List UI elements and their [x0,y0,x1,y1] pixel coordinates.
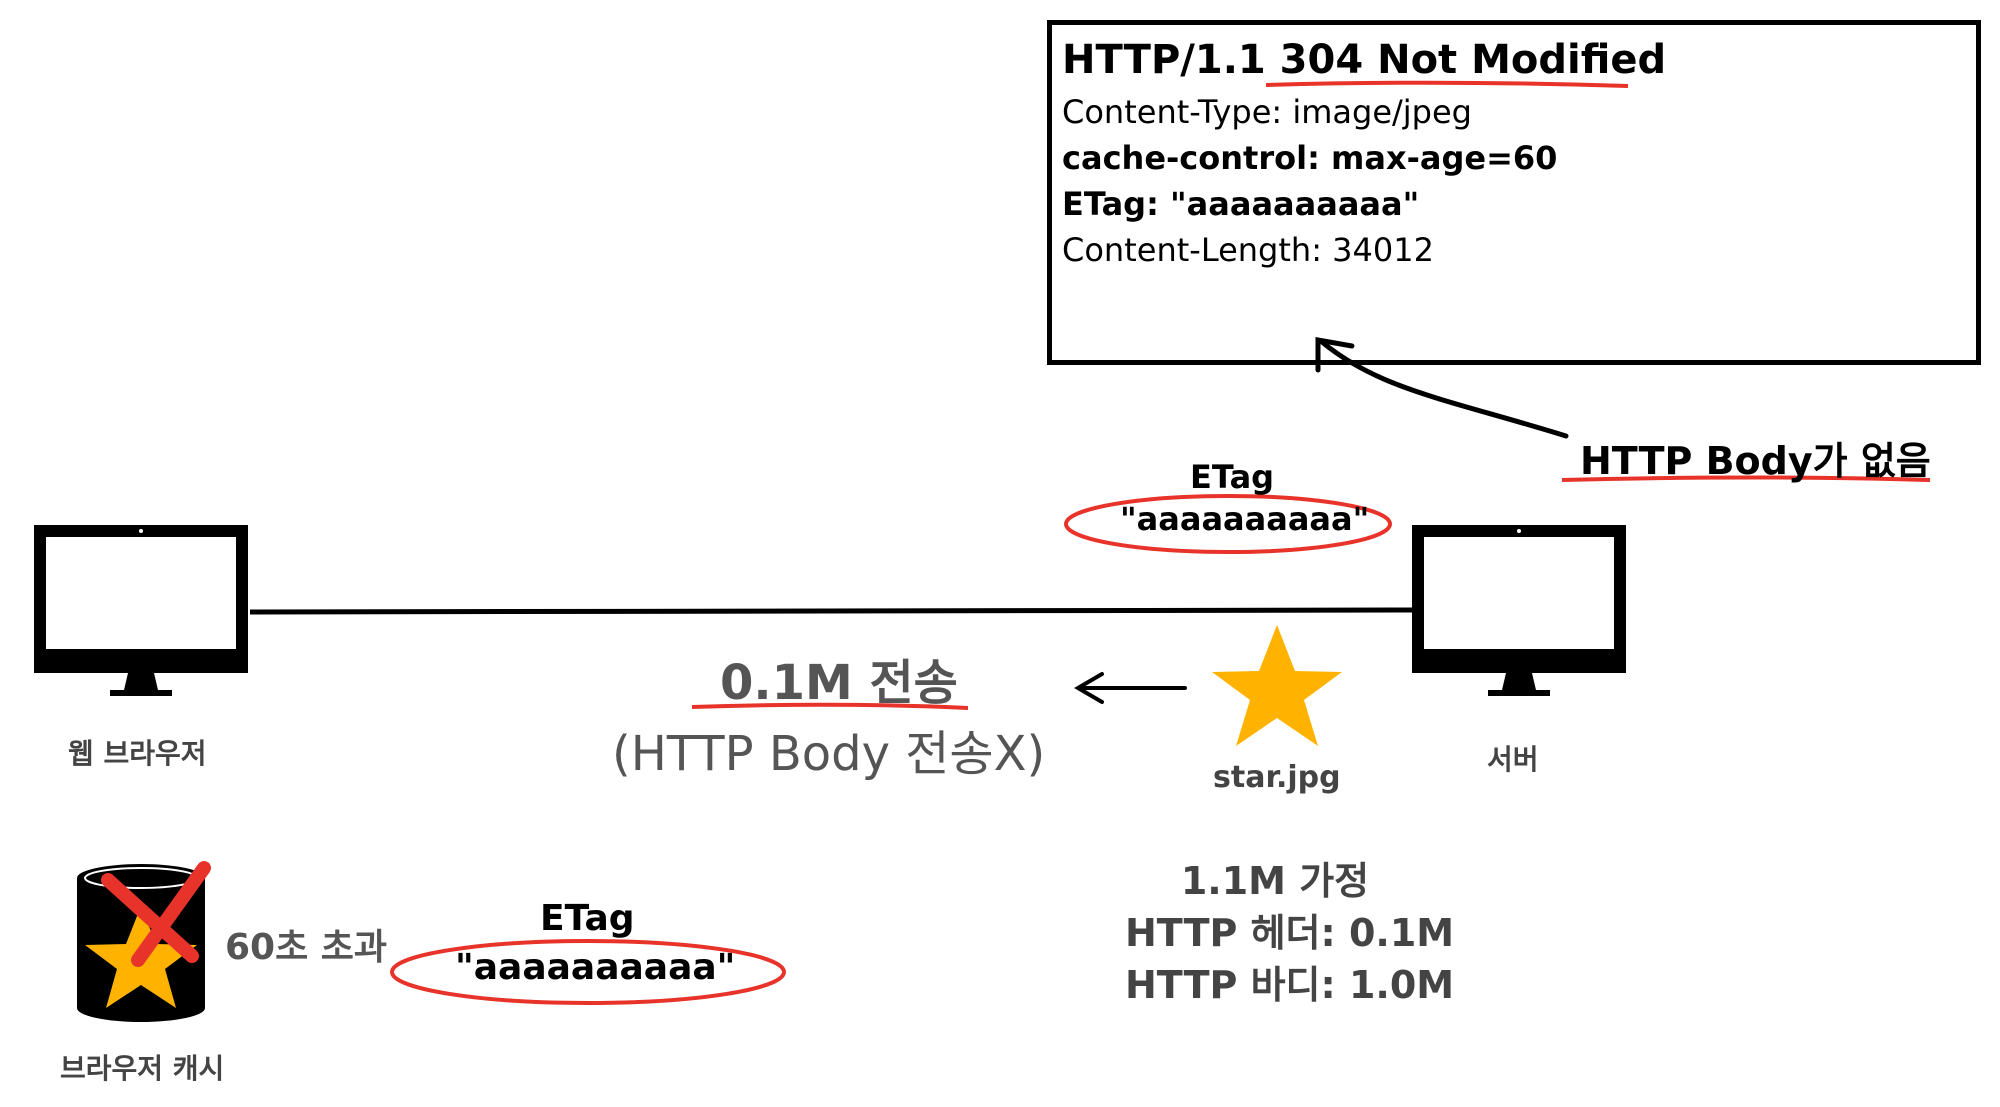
cache-etag-ellipse [390,939,786,1005]
browser-label: 웹 브라우저 [68,737,207,770]
assumption-line-body: HTTP 바디: 1.0M [1125,963,1455,1007]
browser-cache-label: 브라우저 캐시 [60,1052,225,1085]
server-monitor-icon [1412,525,1626,696]
transfer-sublabel: (HTTP Body 전송X) [612,726,1046,782]
no-body-note: HTTP Body가 없음 [1580,439,1931,483]
cache-etag-label: ETag [540,898,635,939]
etag-header: ETag: "aaaaaaaaaa" [1062,185,1420,223]
file-name: star.jpg [1213,760,1341,795]
status-line: HTTP/1.1 304 Not Modified [1062,37,1667,83]
content-type-header: Content-Type: image/jpeg [1062,93,1472,131]
server-etag-ellipse [1064,494,1392,554]
content-length-header: Content-Length: 34012 [1062,231,1434,269]
assumption-line-total: 1.1M 가정 [1180,859,1370,903]
assumption-line-header: HTTP 헤더: 0.1M [1125,911,1455,955]
status-underline [1265,80,1629,88]
cache-control-header: cache-control: max-age=60 [1062,139,1558,177]
http-response-box: HTTP/1.1 304 Not Modified Content-Type: … [1047,20,1981,365]
connection-line [249,607,1413,615]
expired-label: 60초 초과 [225,927,387,968]
browser-monitor-icon [34,525,248,696]
note-underline [1561,475,1931,482]
star-icon [1212,625,1342,746]
server-label: 서버 [1487,743,1539,776]
transfer-underline [691,702,969,710]
transfer-arrow-icon [1074,672,1187,704]
transfer-label: 0.1M 전송 [720,655,958,711]
size-assumption: 1.1M 가정 HTTP 헤더: 0.1M HTTP 바디: 1.0M [1125,855,1455,1011]
server-etag-label: ETag [1190,458,1275,496]
server-etag-value: "aaaaaaaaaa" [1120,500,1370,538]
cache-etag-value: "aaaaaaaaaa" [455,947,736,988]
expired-x-icon [101,861,211,967]
